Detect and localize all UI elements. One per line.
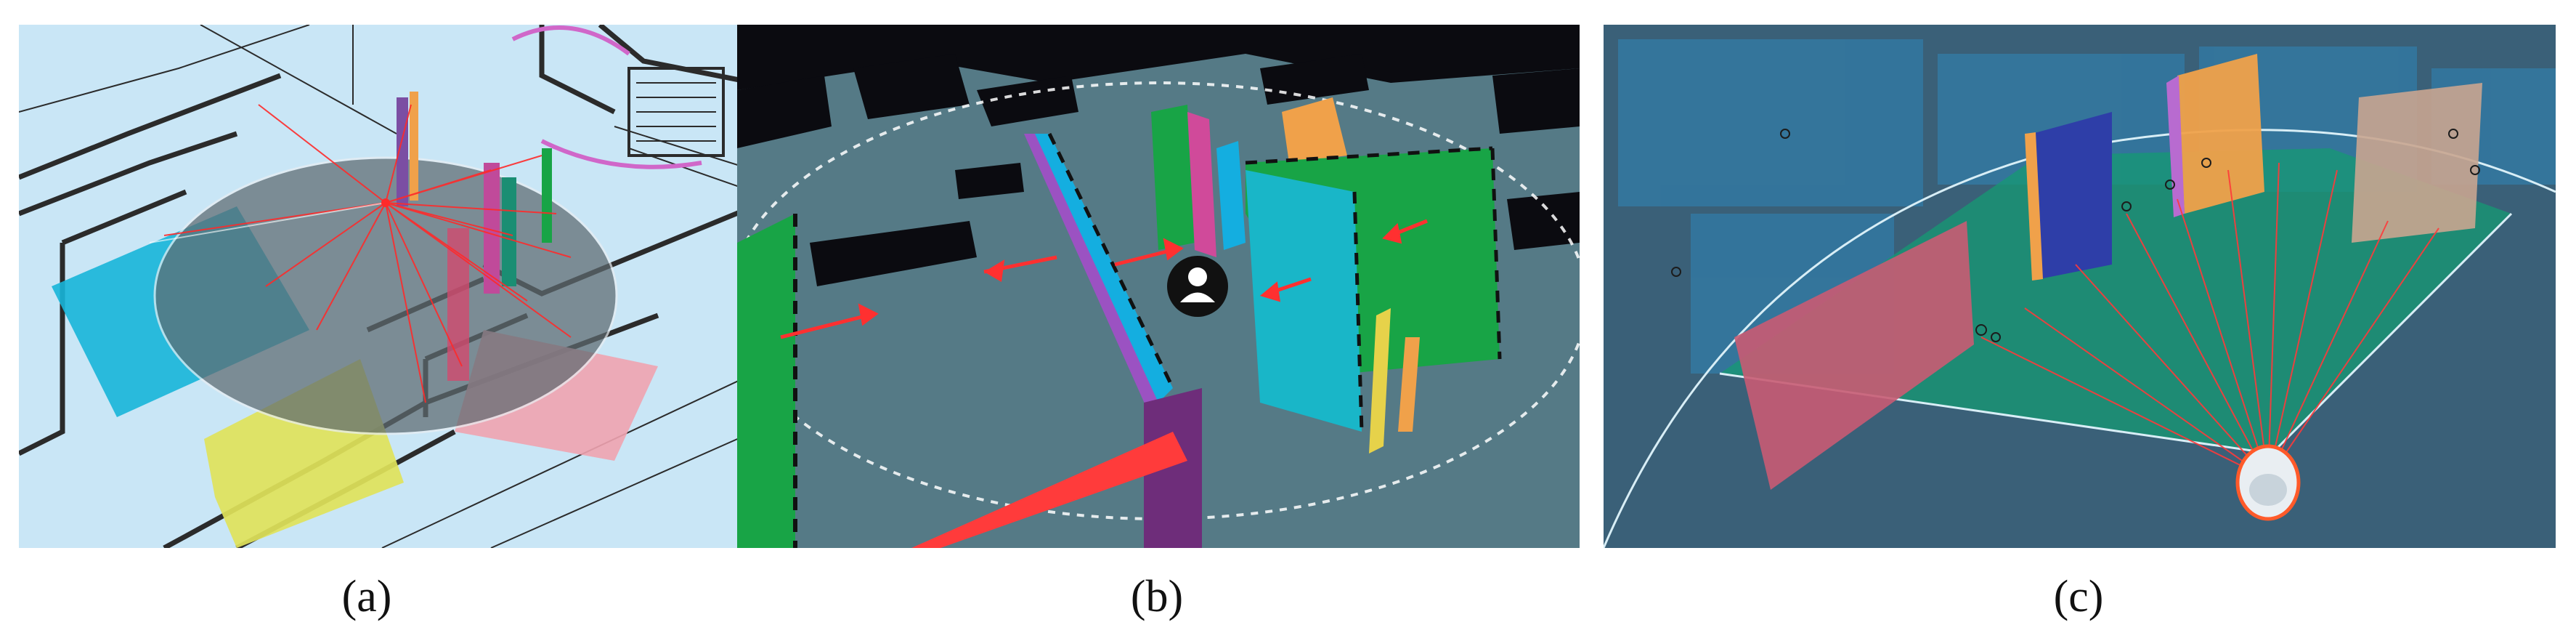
sensor-disc	[153, 156, 618, 435]
panel-b	[737, 25, 1580, 548]
rays	[1980, 162, 2439, 480]
normal-arrows	[780, 219, 1428, 339]
panel-b-scene	[737, 25, 1580, 548]
plane-orange	[2177, 54, 2264, 214]
landmark-points	[1671, 129, 2480, 342]
plane-purple	[1144, 388, 1202, 548]
plane-navy	[2032, 112, 2112, 279]
sensor-icon	[381, 198, 390, 207]
caption-c: (c)	[2053, 572, 2104, 621]
plane-cyan-right	[1246, 170, 1362, 432]
user-icon	[1167, 256, 1228, 317]
caption-b: (b)	[1130, 572, 1184, 621]
sensor-icon	[2235, 444, 2301, 521]
caption-a: (a)	[341, 572, 392, 621]
panel-c-scene	[1604, 25, 2556, 548]
plane-orange	[1282, 97, 1347, 163]
plane-tan	[2352, 83, 2482, 243]
stair-block	[627, 67, 725, 157]
panel-a-scene	[19, 25, 754, 548]
plane-green-tall	[1151, 105, 1195, 250]
plane-green-left	[737, 214, 795, 548]
panel-c	[1604, 25, 2556, 548]
scene-walls	[737, 25, 1580, 286]
rays	[163, 104, 572, 403]
panel-a	[19, 25, 754, 548]
plane-red	[1734, 221, 1974, 490]
curved-wall	[511, 25, 630, 56]
